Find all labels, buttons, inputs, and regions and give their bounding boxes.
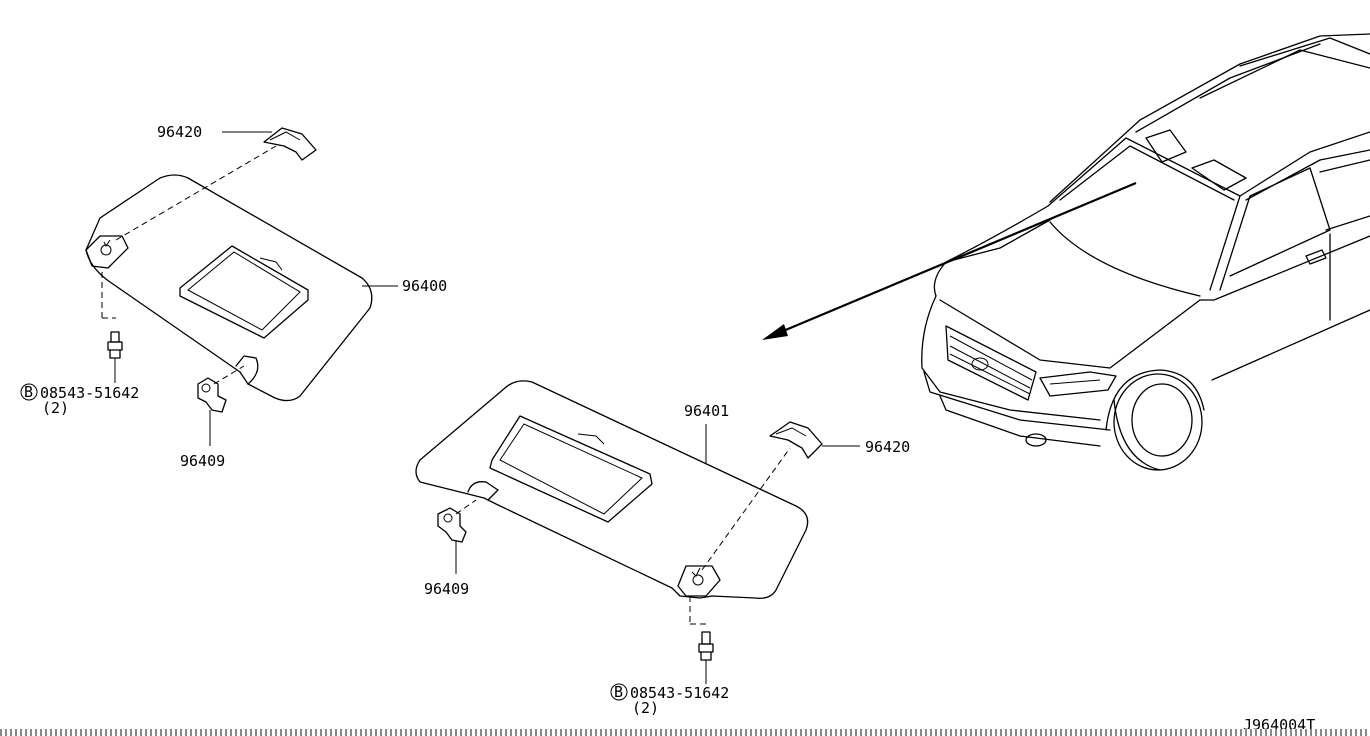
screw-right-part-number: 08543-51642 [630, 684, 729, 702]
screw-right-badge-icon: B [610, 683, 628, 701]
vehicle-illustration [921, 33, 1370, 471]
screw-left[interactable] [107, 331, 123, 359]
visor-right-label: 96401 [684, 402, 729, 420]
sun-visor-left[interactable] [85, 174, 373, 402]
svg-text:B: B [614, 683, 623, 701]
cover-left-label: 96420 [157, 123, 202, 141]
screw-left-badge-icon: B [20, 383, 38, 401]
cover-right-label: 96420 [865, 438, 910, 456]
screw-left-qty: (2) [42, 399, 69, 417]
cover-96420-left[interactable] [263, 127, 317, 161]
cover-96420-right[interactable] [769, 421, 823, 459]
visor-left-label: 96400 [402, 277, 447, 295]
holder-96409-right[interactable] [437, 507, 467, 543]
location-arrow-icon [762, 181, 1137, 340]
holder-right-label: 96409 [424, 580, 469, 598]
holder-96409-left[interactable] [197, 377, 227, 413]
sun-visor-right[interactable] [415, 380, 809, 599]
svg-text:B: B [24, 383, 33, 401]
footer-border [0, 729, 1370, 736]
screw-right-qty: (2) [632, 699, 659, 717]
screw-left-part-number: 08543-51642 [40, 384, 139, 402]
holder-left-label: 96409 [180, 452, 225, 470]
screw-right[interactable] [698, 631, 714, 661]
